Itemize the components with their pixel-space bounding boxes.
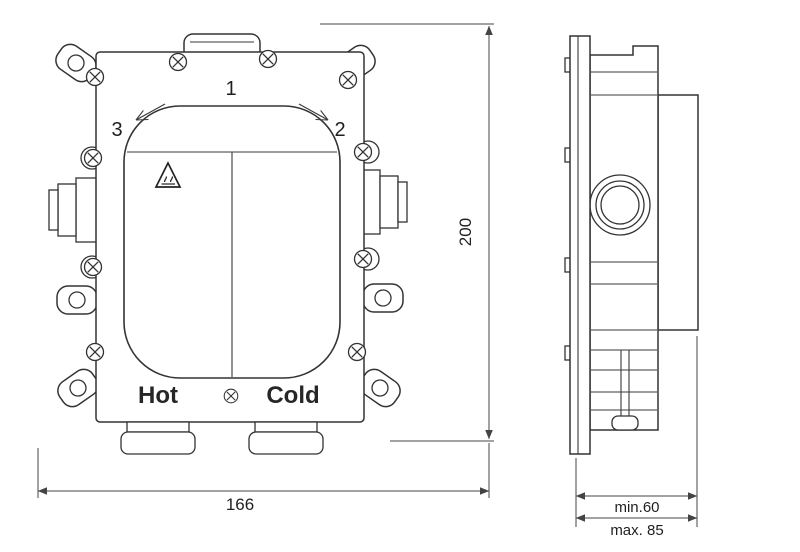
cold-port bbox=[248, 421, 324, 455]
height-dimension: 200 bbox=[320, 23, 494, 442]
depth-max-label: max. 85 bbox=[610, 522, 663, 539]
side-view bbox=[564, 35, 699, 455]
phillips-screw bbox=[85, 67, 105, 87]
fixing-stud bbox=[611, 350, 639, 431]
phillips-screw bbox=[85, 342, 105, 362]
hot-surface-warning-icon bbox=[154, 161, 182, 188]
body-detail-lines bbox=[591, 71, 657, 411]
side-inlet-left bbox=[48, 177, 101, 243]
phillips-screw bbox=[347, 342, 367, 362]
width-dimension: 166 bbox=[37, 443, 490, 514]
phillips-screw bbox=[168, 52, 188, 72]
phillips-screw bbox=[258, 49, 278, 69]
valve-body-side bbox=[589, 45, 659, 431]
housing-box bbox=[657, 94, 699, 331]
side-port-circle bbox=[589, 174, 651, 236]
depth-min-label: min.60 bbox=[614, 499, 659, 516]
depth-dimension: min.60 max. 85 bbox=[575, 336, 698, 539]
phillips-screw bbox=[223, 388, 239, 404]
front-view: 1 3 2 Hot Cold bbox=[48, 33, 408, 455]
phillips-screw bbox=[353, 249, 373, 269]
phillips-screw bbox=[83, 148, 103, 168]
phillips-screw bbox=[338, 70, 358, 90]
cold-label: Cold bbox=[266, 382, 319, 409]
step-label-1: 1 bbox=[225, 78, 236, 100]
hot-port bbox=[120, 421, 196, 455]
rotation-arrow-right bbox=[298, 103, 329, 121]
width-dimension-label: 166 bbox=[226, 495, 254, 514]
height-dimension-label: 200 bbox=[456, 218, 475, 246]
phillips-screw bbox=[83, 257, 103, 277]
mounting-ear-mid-right bbox=[362, 283, 404, 313]
mounting-ear-bottom-left bbox=[52, 364, 104, 412]
front-flange bbox=[569, 35, 591, 455]
step-label-3: 3 bbox=[111, 119, 122, 141]
rotation-arrow-left bbox=[135, 103, 166, 121]
step-label-2: 2 bbox=[334, 119, 345, 141]
phillips-screw bbox=[353, 142, 373, 162]
mounting-ear-mid-left bbox=[56, 285, 98, 315]
hot-label: Hot bbox=[138, 382, 178, 409]
